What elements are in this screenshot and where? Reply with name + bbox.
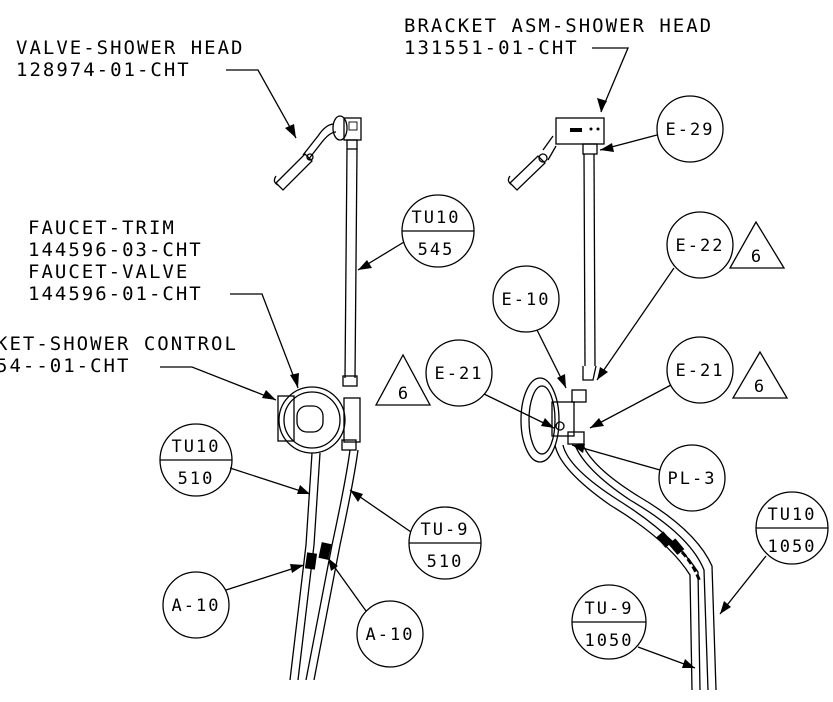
bubble-e29-text: E-29 — [666, 120, 715, 140]
bubble-e10: E-10 — [492, 265, 567, 389]
bubble-e21-right-text: E-21 — [676, 361, 725, 381]
left-shower-head — [273, 115, 362, 191]
revision-triangle-right-bottom-text: 6 — [754, 377, 766, 397]
left-lower-hose-a — [289, 452, 313, 681]
bubble-tu9-510-bottom: 510 — [427, 552, 464, 572]
bracket-control-part-number: 54--01-CHT — [0, 355, 130, 377]
bracket-asm-leader — [592, 47, 629, 113]
bubble-tu9-1050: TU-9 1050 — [571, 584, 696, 669]
arrowhead — [262, 390, 276, 400]
bubble-tu10-545-top: TU10 — [412, 208, 461, 228]
valve-leader — [226, 69, 297, 139]
right-lower-hose-a — [554, 444, 693, 691]
arrowhead — [290, 373, 299, 388]
arrowhead — [597, 98, 607, 112]
left-upper-hose — [344, 148, 348, 379]
faucet-trim-part-number: 144596-03-CHT — [28, 239, 203, 261]
bubble-tu10-1050-bottom: 1050 — [768, 537, 817, 557]
bubble-e21-left-text: E-21 — [435, 364, 484, 384]
bubble-tu9-1050-top: TU-9 — [585, 599, 634, 619]
left-lower-hose-b — [305, 449, 351, 681]
faucet-leader — [230, 293, 299, 389]
bubble-tu9-510: TU-9 510 — [349, 489, 482, 580]
bracket-control-leader — [160, 366, 277, 401]
label-valve-shower-head: VALVE-SHOWER HEAD 128974-01-CHT — [16, 37, 297, 139]
bracket-asm-part-number: 131551-01-CHT — [404, 37, 579, 59]
valve-name: VALVE-SHOWER HEAD — [16, 37, 244, 59]
bubble-e29: E-29 — [599, 95, 724, 163]
bubble-tu10-510: TU10 510 — [159, 423, 311, 497]
left-assembly — [273, 115, 362, 681]
bubble-pl3: PL-3 — [571, 444, 726, 512]
right-shower-head — [507, 117, 605, 191]
bubble-tu9-510-top: TU-9 — [421, 520, 470, 540]
left-faucet-control — [277, 386, 361, 454]
bubble-a10-left: A-10 — [162, 564, 305, 639]
bubble-e21-right: E-21 — [589, 336, 734, 429]
bracket-asm-name: BRACKET ASM-SHOWER HEAD — [404, 15, 713, 37]
bubble-a10-right: A-10 — [327, 557, 424, 668]
bubble-a10-right-text: A-10 — [366, 625, 415, 645]
revision-triangle-left-text: 6 — [398, 384, 410, 404]
bubble-tu10-510-top: TU10 — [172, 437, 221, 457]
revision-triangle-right-top: 6 — [728, 220, 786, 269]
right-faucet-control — [520, 377, 587, 463]
bubble-pl3-text: PL-3 — [668, 469, 717, 489]
label-bracket-shower-control: KET-SHOWER CONTROL 54--01-CHT — [0, 333, 277, 401]
valve-part-number: 128974-01-CHT — [16, 59, 191, 81]
right-lower-hose-b — [574, 444, 709, 691]
bubble-e22: E-22 — [596, 211, 734, 381]
bubble-tu10-545: TU10 545 — [357, 194, 475, 271]
faucet-valve-part-number: 144596-01-CHT — [28, 283, 203, 305]
right-upper-hose — [583, 153, 586, 367]
bubble-tu10-510-bottom: 510 — [178, 469, 215, 489]
bubble-tu10-545-bottom: 545 — [418, 240, 455, 260]
faucet-valve-name: FAUCET-VALVE — [28, 261, 189, 283]
bubble-e21-left: E-21 — [425, 339, 555, 429]
revision-triangle-right-bottom: 6 — [731, 350, 789, 399]
label-bracket-asm-shower-head: BRACKET ASM-SHOWER HEAD 131551-01-CHT — [404, 15, 713, 113]
bubble-a10-left-text: A-10 — [172, 596, 221, 616]
revision-triangle-left: 6 — [374, 353, 432, 406]
bracket-control-name: KET-SHOWER CONTROL — [0, 333, 238, 355]
revision-triangle-right-top-text: 6 — [751, 247, 763, 267]
bubble-e10-text: E-10 — [502, 290, 551, 310]
bubble-e22-text: E-22 — [676, 236, 725, 256]
right-assembly — [507, 117, 717, 691]
bubble-tu9-1050-bottom: 1050 — [585, 631, 634, 651]
arrowhead — [285, 124, 296, 138]
faucet-trim-name: FAUCET-TRIM — [28, 217, 176, 239]
bubble-tu10-1050-top: TU10 — [768, 505, 817, 525]
label-faucet-trim-valve: FAUCET-TRIM 144596-03-CHT FAUCET-VALVE 1… — [28, 217, 299, 389]
bubble-tu10-1050: TU10 1050 — [719, 491, 829, 615]
